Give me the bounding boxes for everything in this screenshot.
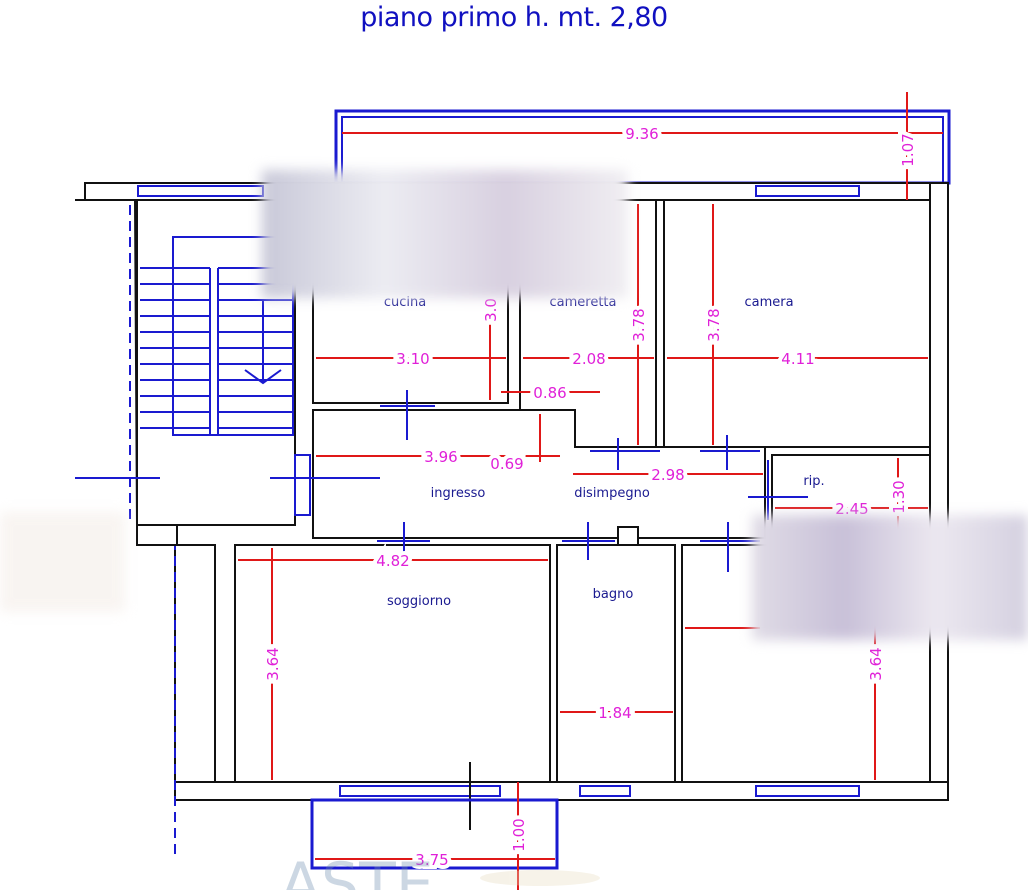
- svg-text:ASTE: ASTE: [280, 850, 434, 890]
- label-soggiorno: soggiorno: [387, 594, 451, 609]
- dim-bagno-width: 1.84: [598, 704, 631, 722]
- watermark-logo: ASTE: [280, 850, 600, 890]
- room-ingresso-disimpegno: [312, 409, 766, 539]
- redacted-area: [0, 512, 125, 612]
- balcony: [310, 798, 559, 870]
- dim-balcony-width: 3.75: [415, 851, 448, 869]
- label-disimpegno: disimpegno: [574, 486, 650, 501]
- label-ingresso: ingresso: [431, 486, 486, 501]
- label-bagno: bagno: [593, 587, 634, 602]
- staircase: [129, 205, 294, 860]
- room-labels: cucina cameretta camera ingresso disimpe…: [384, 295, 825, 609]
- dim-terrace-depth: 1.07: [899, 133, 917, 166]
- redacted-area: [262, 170, 628, 298]
- dim-cameretta-width: 2.08: [572, 350, 605, 368]
- dim-camera-width: 4.11: [781, 350, 814, 368]
- dim-soggiorno-width: 4.82: [376, 552, 409, 570]
- dim-terrace-width: 9.36: [625, 125, 658, 143]
- dim-balcony-depth: 1.00: [510, 818, 528, 851]
- dim-camera-depth: 3.78: [705, 308, 723, 341]
- dim-right-room-depth: 3.64: [867, 647, 885, 680]
- dim-disimpegno-width: 2.98: [651, 466, 684, 484]
- dim-passage: 0.86: [533, 384, 566, 402]
- dim-ingresso-step: 0.69: [490, 455, 523, 473]
- dim-rip-depth: 1.30: [890, 480, 908, 513]
- dim-cucina-width: 3.10: [396, 350, 429, 368]
- room-soggiorno: [234, 544, 551, 783]
- label-cameretta: cameretta: [550, 295, 617, 310]
- redacted-area: [752, 515, 1028, 640]
- dim-soggiorno-depth: 3.64: [264, 647, 282, 680]
- label-cucina: cucina: [384, 295, 426, 310]
- dimension-lines: [238, 92, 943, 890]
- label-ripostiglio: rip.: [803, 474, 824, 489]
- label-camera: camera: [744, 295, 793, 310]
- dim-cameretta-depth: 3.78: [630, 308, 648, 341]
- dim-ingresso-width: 3.96: [424, 448, 457, 466]
- room-camera: [663, 199, 931, 448]
- door-markers: [75, 390, 808, 830]
- plan-title: piano primo h. mt. 2,80: [360, 2, 668, 33]
- room-bagno: [556, 544, 676, 783]
- dim-cucina-depth: 3.0: [482, 298, 500, 322]
